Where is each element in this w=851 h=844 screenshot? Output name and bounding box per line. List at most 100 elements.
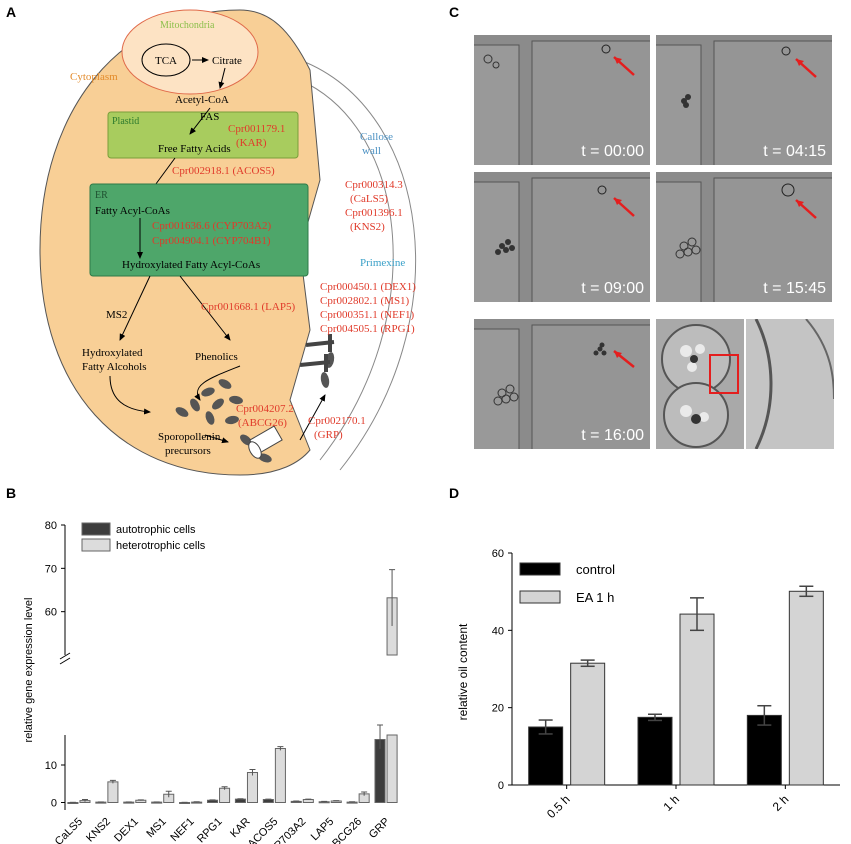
x-tick-label: MS1 [144, 816, 168, 840]
panel-label-b: B [6, 485, 17, 501]
timestamp-label: t = 09:00 [581, 280, 644, 297]
bar [788, 590, 824, 786]
x-tick-label: GRP [367, 816, 392, 841]
timestamp-label: t = 15:45 [763, 280, 826, 297]
y-tick-label: 10 [45, 760, 57, 772]
abcg26-name: (ABCG26) [238, 417, 287, 429]
cyp704-gene: Cpr004904.1 (CYP704B1) [152, 235, 271, 247]
sporopollenin-label-1: Sporopollenin [158, 431, 221, 443]
phenolics-label: Phenolics [195, 351, 238, 363]
callose-wall-label-1: Callose [360, 131, 393, 143]
callose-wall [299, 59, 416, 471]
timestamp-label: t = 04:15 [763, 143, 826, 160]
x-tick-label: NEF1 [168, 816, 196, 844]
kar-id: Cpr001179.1 [228, 123, 285, 135]
chart-b-ylabel: relative gene expression level [23, 598, 35, 743]
abcg26-transporter [248, 425, 283, 459]
y-tick-label: 20 [492, 703, 504, 715]
micrograph-t2: t = 04:15 [656, 35, 832, 165]
pathway-diagram: Mitochondria TCA Citrate Cytoplasm Acety… [39, 9, 416, 476]
y-tick-label: 80 [45, 520, 57, 532]
timestamp-label: t = 00:00 [581, 143, 644, 160]
micrograph-t5-image [474, 319, 650, 449]
grp-id: Cpr002170.1 [308, 415, 366, 427]
bar [374, 739, 386, 803]
y-tick-label: 60 [492, 548, 504, 560]
acetyl-coa-label: Acetyl-CoA [175, 94, 229, 106]
legend-label: autotrophic cells [116, 524, 196, 536]
y-tick-label: 0 [498, 780, 504, 792]
tem-image [656, 319, 744, 449]
micrograph-panel: t = 00:00 t = 04:15 t = 09:00 [470, 35, 835, 451]
citrate-label: Citrate [212, 55, 242, 67]
zoom-region [709, 354, 739, 394]
grp-name: (GRP) [314, 429, 343, 441]
plastid-label: Plastid [112, 116, 139, 127]
kar-name: (KAR) [236, 137, 267, 149]
axis-break-mark [59, 652, 71, 660]
bar [234, 798, 246, 803]
cals5-id: Cpr000314.3 [345, 179, 403, 191]
bar [528, 726, 564, 786]
legend-swatch [519, 562, 561, 576]
cyp703-gene: Cpr001636.6 (CYP703A2) [152, 220, 272, 232]
bar [246, 772, 259, 803]
bar [637, 716, 673, 786]
hydroxylated-fa-coas-label: Hydroxylated Fatty Acyl-CoAs [122, 259, 260, 271]
cytoplasm-label: Cytoplasm [70, 71, 118, 83]
cals5-name: (CaLS5) [350, 193, 388, 205]
lap5-gene: Cpr001668.1 (LAP5) [201, 301, 295, 313]
bar [570, 662, 606, 786]
hfa-label-1: Hydroxylated [82, 347, 143, 359]
er-label: ER [95, 190, 108, 201]
plastid [107, 111, 299, 159]
x-tick-label: KAR [228, 816, 253, 841]
sporopollenin-particles [175, 352, 335, 463]
panel-label-c: C [449, 4, 460, 20]
panel-label-a: A [6, 4, 17, 20]
axis-break-mark [59, 657, 71, 665]
bar [274, 748, 286, 803]
x-tick-label: 2 h [770, 792, 792, 814]
tca-label: TCA [155, 55, 177, 67]
bar [386, 734, 398, 803]
rpg1-gene: Cpr004505.1 (RPG1) [320, 323, 415, 335]
micrograph-t3: t = 09:00 [474, 172, 650, 302]
y-tick-label: 70 [45, 563, 57, 575]
micrograph-t3-image [474, 172, 650, 302]
x-tick-label: CaLS5 [53, 816, 85, 844]
x-tick-label: 0.5 h [544, 792, 573, 821]
hfa-label-2: Fatty Alcohols [82, 361, 146, 373]
kns2-name: (KNS2) [350, 221, 385, 233]
y-tick-label: 0 [51, 798, 57, 810]
ms1-gene: Cpr002802.1 (MS1) [320, 295, 410, 307]
x-tick-label: RPG1 [195, 816, 225, 844]
x-tick-label: 1 h [660, 792, 682, 814]
ms2-label: MS2 [106, 309, 127, 321]
bar [679, 613, 715, 786]
bar [746, 714, 782, 786]
primexine-layer [299, 79, 394, 461]
acos5-gene: Cpr002918.1 (ACOS5) [172, 165, 275, 177]
micrograph-t1-image [474, 35, 650, 165]
micrograph-t4-image [656, 172, 832, 302]
chart-d-ylabel: relative oil content [456, 623, 470, 720]
bar [107, 781, 119, 803]
x-tick-label: KNS2 [84, 816, 113, 844]
kns2-id: Cpr001396.1 [345, 207, 403, 219]
nef1-gene: Cpr000351.1 (NEF1) [320, 309, 414, 321]
primexine-label: Primexine [360, 257, 405, 269]
legend-label: control [576, 562, 615, 577]
x-tick-label: DEX1 [112, 816, 141, 844]
micrograph-t5: t = 16:00 [474, 319, 650, 449]
legend-swatch [81, 522, 111, 536]
y-tick-label: 60 [45, 607, 57, 619]
endoplasmic-reticulum [89, 183, 309, 277]
tem-zoom-image [746, 319, 834, 449]
legend-swatch [81, 538, 111, 552]
abcg26-id: Cpr004207.2 [236, 403, 294, 415]
legend-label: EA 1 h [576, 590, 614, 605]
gene-expression-chart: relative gene expression level 0 10 60 70 80… [23, 520, 398, 844]
bar [262, 799, 274, 803]
